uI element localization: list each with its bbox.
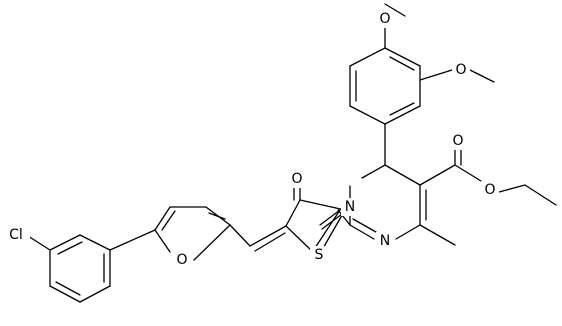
svg-text:S: S [315, 247, 324, 263]
atom-labels: O O O O O N S N [2, 10, 499, 269]
svg-text:N: N [380, 233, 390, 249]
svg-text:O: O [176, 252, 187, 268]
ester-ether-oxygen: O [481, 181, 499, 199]
svg-text:Cl: Cl [9, 227, 23, 243]
methoxy-oxygen-lower: O [452, 61, 470, 79]
ester-carbonyl-oxygen: O [449, 132, 467, 150]
chlorine-atom: Cl [2, 226, 30, 244]
svg-text:O: O [452, 133, 463, 149]
svg-text:O: O [379, 11, 390, 27]
bond-lines [27, 3, 557, 303]
imine-nitrogen: N [376, 232, 394, 250]
ring-nitrogen: N [341, 198, 359, 216]
svg-text:O: O [291, 171, 302, 187]
svg-text:N: N [345, 199, 355, 215]
furan-oxygen: O [173, 251, 191, 269]
thiazole-sulfur: S [310, 246, 328, 264]
svg-text:O: O [455, 62, 466, 78]
ketone-oxygen: O [288, 170, 306, 188]
methoxy-oxygen-upper: O [376, 10, 394, 28]
svg-text:O: O [484, 182, 495, 198]
